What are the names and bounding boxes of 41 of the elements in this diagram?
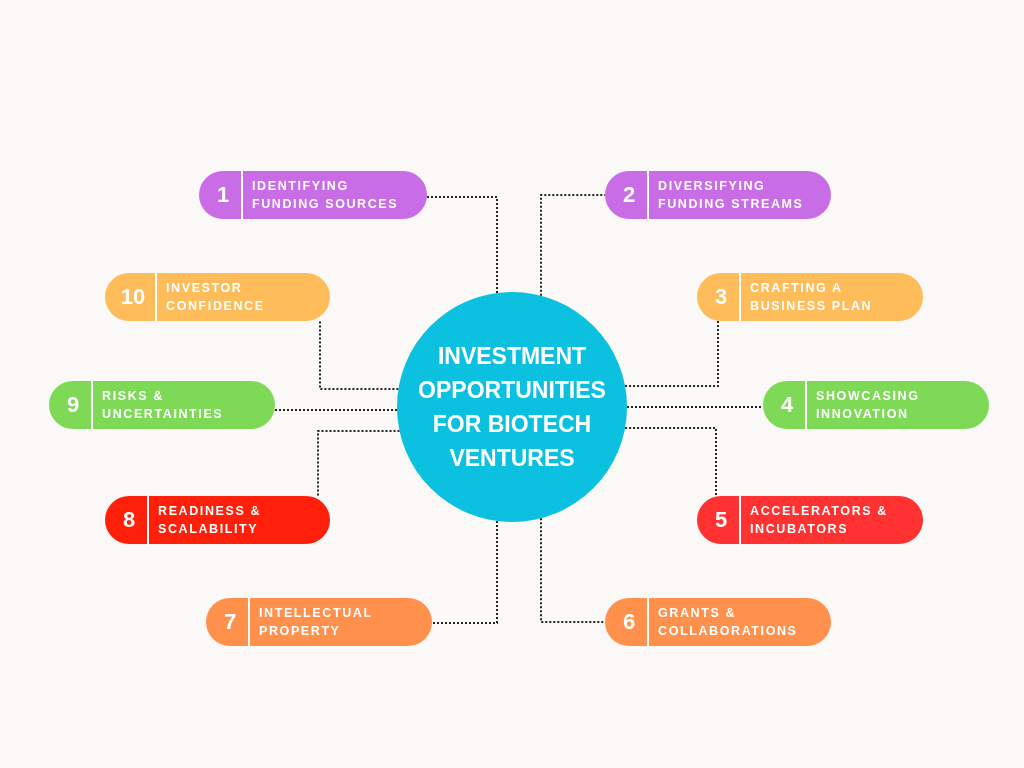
topic-pill: [697, 273, 923, 321]
topic-pill: [105, 496, 330, 544]
dotted-connector: [626, 406, 764, 408]
topic-pill: [697, 496, 923, 544]
topic-label: READINESS & SCALABILITY: [157, 503, 263, 538]
dotted-connector: [540, 517, 606, 623]
topic-label: IDENTIFYING FUNDING SOURCES: [251, 178, 400, 213]
topic-pill: [206, 598, 432, 646]
dotted-connector: [319, 320, 400, 390]
dotted-connector: [540, 194, 606, 297]
topic-label: ACCELERATORS & INCUBATORS: [749, 503, 889, 538]
topic-label: CRAFTING A BUSINESS PLAN: [749, 280, 874, 315]
topic-label: RISKS & UNCERTAINTIES: [101, 388, 225, 423]
step-number: 2: [605, 171, 649, 219]
topic-label: INVESTOR CONFIDENCE: [165, 280, 266, 315]
step-number: 9: [49, 381, 93, 429]
topic-pill: [199, 171, 427, 219]
hub-title: INVESTMENT OPPORTUNITIES FOR BIOTECH VENTURES: [417, 342, 607, 473]
dotted-connector: [624, 427, 717, 497]
topic-pill: [605, 171, 831, 219]
step-number: 7: [206, 598, 250, 646]
step-number: 3: [697, 273, 741, 321]
topic-pill: [763, 381, 989, 429]
topic-pill: [605, 598, 831, 646]
topic-label: SHOWCASING INNOVATION: [815, 388, 921, 423]
step-number: 5: [697, 496, 741, 544]
topic-label: INTELLECTUAL PROPERTY: [258, 605, 374, 640]
dotted-connector: [274, 409, 399, 411]
dotted-connector: [431, 520, 498, 624]
dotted-connector: [624, 320, 719, 387]
dotted-connector: [426, 196, 498, 294]
topic-pill: [49, 381, 275, 429]
topic-label: GRANTS & COLLABORATIONS: [657, 605, 799, 640]
step-number: 1: [199, 171, 243, 219]
step-number: 8: [105, 496, 149, 544]
step-number: 6: [605, 598, 649, 646]
step-number: 10: [105, 273, 157, 321]
step-number: 4: [763, 381, 807, 429]
dotted-connector: [317, 430, 401, 497]
topic-pill: [105, 273, 330, 321]
topic-label: DIVERSIFYING FUNDING STREAMS: [657, 178, 805, 213]
